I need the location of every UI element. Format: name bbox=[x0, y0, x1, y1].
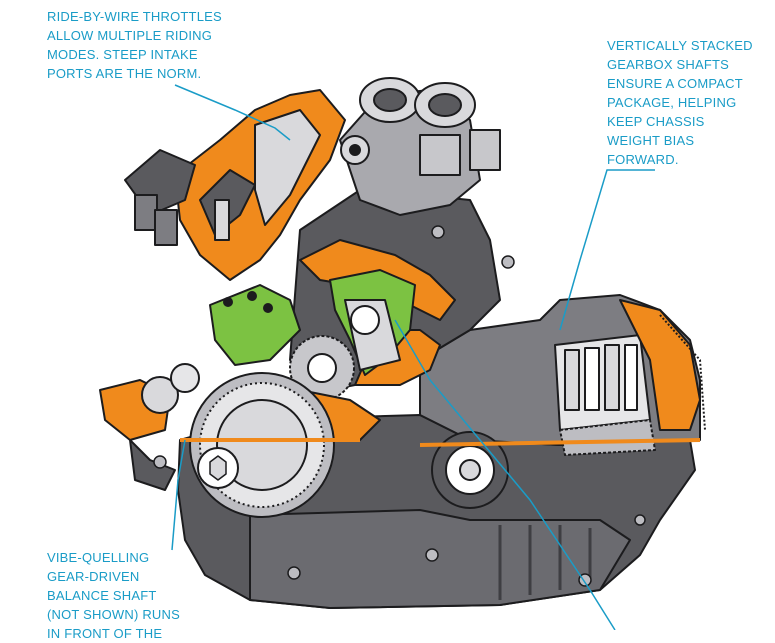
gearbox-shafts bbox=[554, 299, 706, 456]
clutch-basket bbox=[189, 372, 335, 518]
gearbox-cover-cutaway bbox=[619, 299, 701, 431]
sump-lower-casing bbox=[249, 509, 631, 609]
throttle-bodies bbox=[340, 77, 501, 176]
balance-leader-line bbox=[171, 439, 186, 551]
gearbox-leader-line bbox=[559, 169, 655, 331]
cam-drive-gear bbox=[289, 335, 355, 401]
case-split-line bbox=[180, 438, 701, 447]
balance-shaft-callout: VIBE-QUELLING GEAR-DRIVEN BALANCE SHAFT … bbox=[47, 550, 180, 641]
front-piston bbox=[209, 284, 301, 366]
oil-sump-ribs bbox=[498, 525, 592, 600]
gearbox-callout: VERTICALLY STACKED GEARBOX SHAFTS ENSURE… bbox=[607, 38, 753, 167]
throttles-leader-line bbox=[174, 84, 291, 141]
case-bolts bbox=[153, 225, 646, 587]
engine-cutaway-illustration bbox=[99, 77, 706, 630]
gudgeon-pin bbox=[350, 305, 380, 335]
piston-leader-line bbox=[394, 319, 616, 630]
oil-pump-gears bbox=[99, 363, 200, 491]
camshaft-assembly bbox=[124, 149, 230, 246]
throttles-callout: RIDE-BY-WIRE THROTTLES ALLOW MULTIPLE RI… bbox=[47, 9, 222, 81]
front-intake-port bbox=[254, 109, 321, 226]
